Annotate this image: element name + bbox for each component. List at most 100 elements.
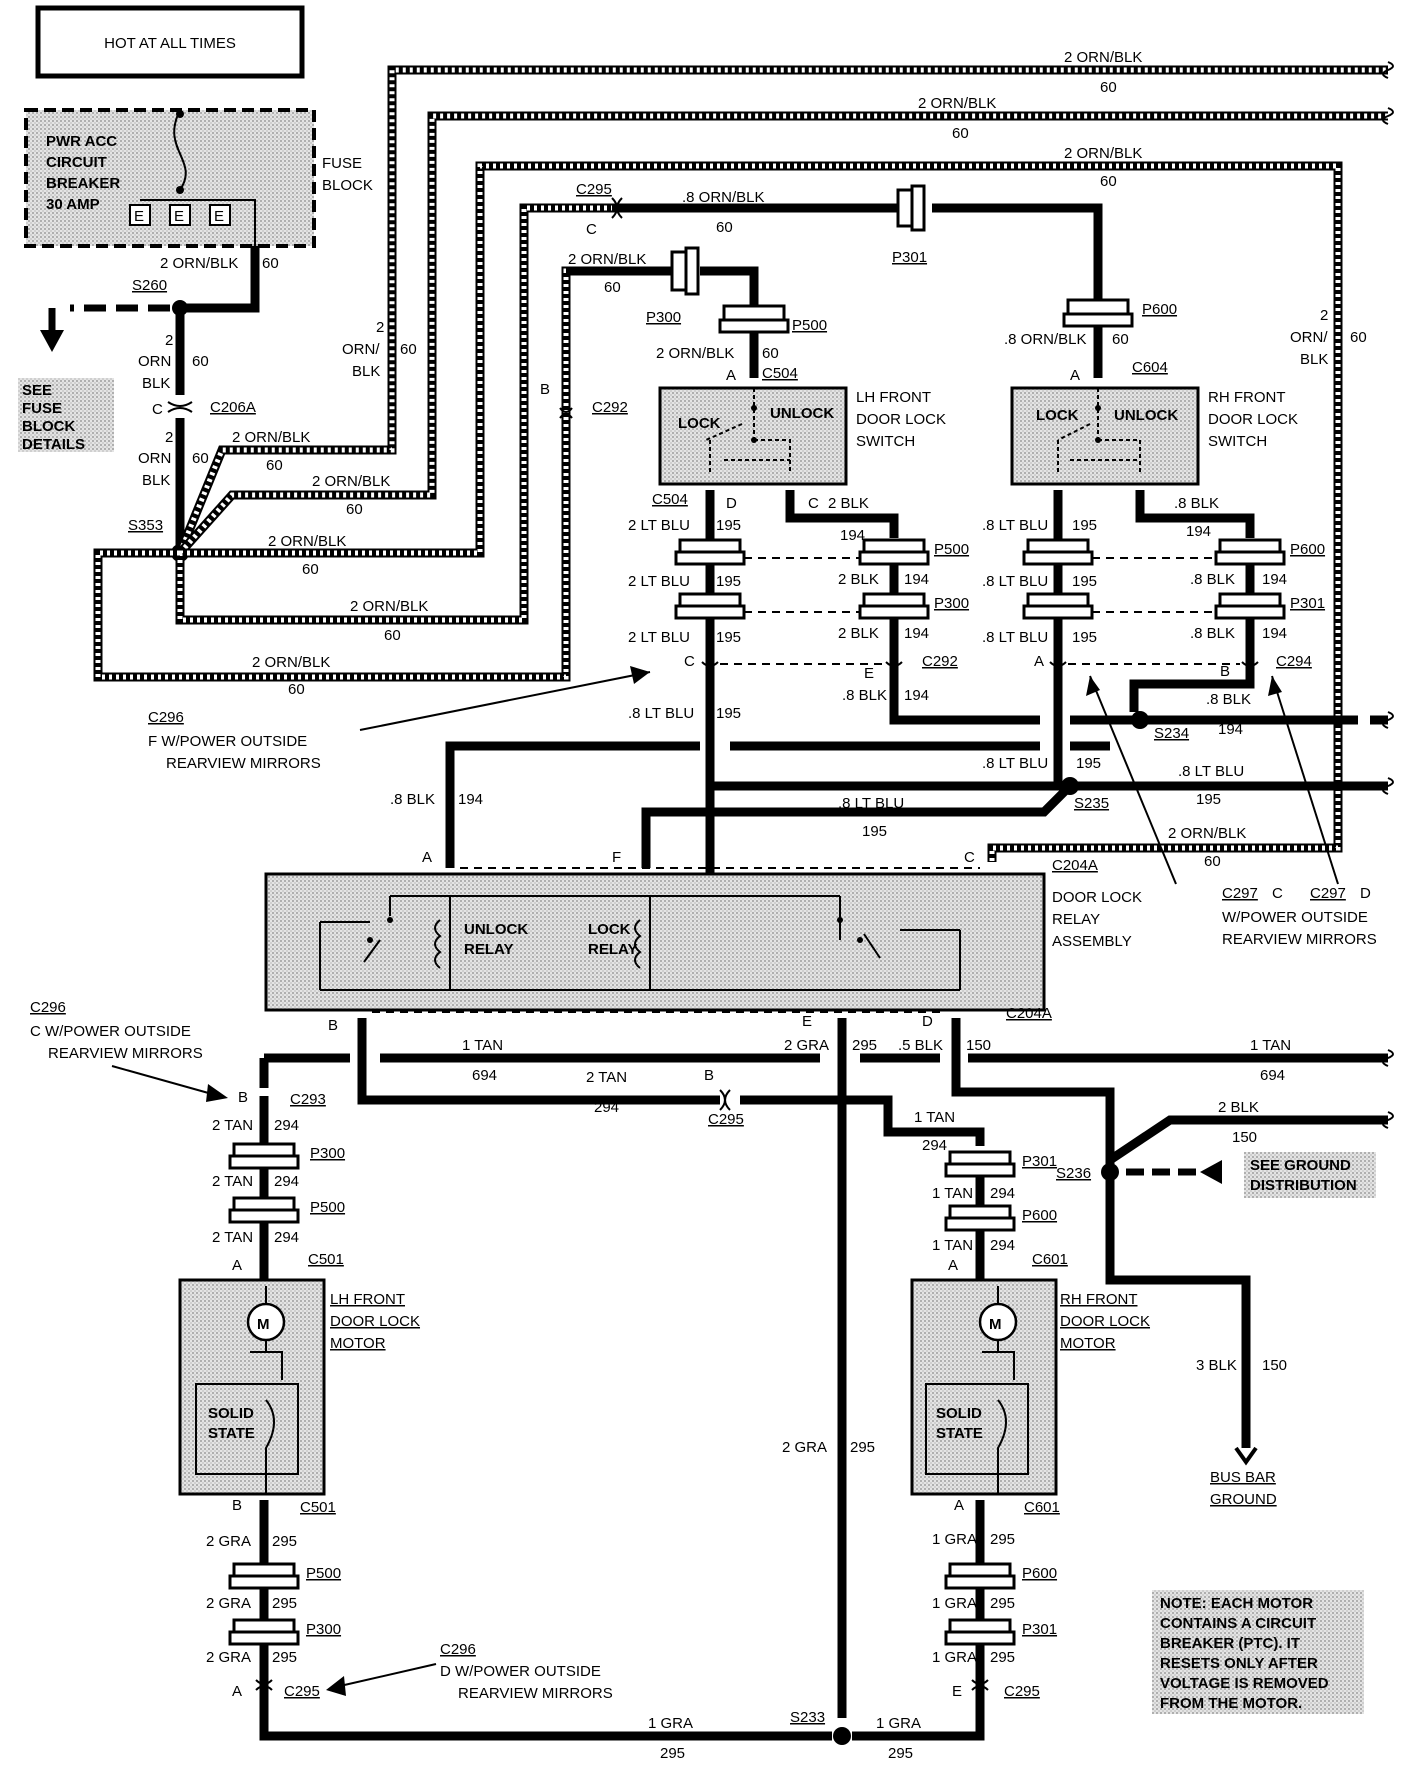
splice-s233	[833, 1727, 851, 1745]
p600-rh-motor-icon	[948, 1204, 1012, 1220]
label-c295-rh: C295	[1004, 1683, 1040, 1700]
p500-top-icon	[722, 304, 786, 322]
wire-label-rh-195-1: 195	[1072, 517, 1097, 534]
note-line-6: FROM THE MOTOR.	[1160, 1695, 1302, 1712]
note-line-5: VOLTAGE IS REMOVED	[1160, 1675, 1329, 1692]
lh-front-door-lock-motor: M SOLID STATE	[178, 1278, 326, 1496]
wire-label-05blk: .5 BLK	[898, 1037, 943, 1054]
p301-rh-gra-icon	[948, 1618, 1012, 1634]
wire-label-fuse-60: 60	[262, 255, 279, 272]
breaker-label-1: PWR ACC	[46, 133, 117, 150]
wire-label-gra-top: 2 GRA	[784, 1037, 829, 1054]
door-lock-relay-assembly: UNLOCK RELAY LOCK RELAY	[264, 872, 1046, 1012]
note-c296-d-2: REARVIEW MIRRORS	[458, 1685, 613, 1702]
wire-label-rh-tan-2: 1 TAN	[932, 1237, 973, 1254]
wire-label-blk-p500: 2 BLK	[838, 571, 879, 588]
wire-label-lh-gra-2: 2 GRA	[206, 1595, 251, 1612]
arrow-c297-d-icon	[1268, 676, 1282, 696]
wire-label-top3: 2 ORN/BLK	[1064, 145, 1142, 162]
rh-motor-name-2: DOOR LOCK	[1060, 1313, 1150, 1330]
breaker-label-4: 30 AMP	[46, 196, 100, 213]
wire-label-rh-194-p301: 194	[1262, 625, 1287, 642]
wire-label-lh-tan-3: 2 TAN	[212, 1229, 253, 1246]
lh-front-door-lock-switch: LOCK UNLOCK	[658, 386, 848, 486]
rh-motor-name-3: MOTOR	[1060, 1335, 1116, 1352]
wire-label-60-b: 60	[192, 450, 209, 467]
wire-label-v3-orn: ORN/	[1290, 329, 1328, 346]
label-s236: S236	[1056, 1165, 1091, 1182]
label-c292-mid: C292	[922, 653, 958, 670]
label-c604: C604	[1132, 359, 1168, 376]
label-c294: C294	[1276, 653, 1312, 670]
note-line-2: CONTAINS A CIRCUIT	[1160, 1615, 1316, 1632]
pin-relay-b: B	[328, 1017, 338, 1034]
wire-fuse-out	[180, 246, 260, 313]
pin-c601-a: A	[948, 1257, 958, 1274]
pin-c297-d: D	[1360, 885, 1371, 902]
continue-icon-1	[1382, 61, 1394, 79]
wire-label-gra-mid-295: 295	[850, 1439, 875, 1456]
wire-label-h5: 2 ORN/BLK	[252, 654, 330, 671]
rh-switch-name-2: DOOR LOCK	[1208, 411, 1298, 428]
wire-label-h3-60: 60	[302, 561, 319, 578]
label-s233: S233	[790, 1709, 825, 1726]
pin-lh-c: C	[808, 495, 819, 512]
lh-motor-name-3: MOTOR	[330, 1335, 386, 1352]
wire-label-h4: 2 ORN/BLK	[350, 598, 428, 615]
pin-c294-a: A	[1034, 653, 1044, 670]
p500-lh-icon	[678, 538, 742, 554]
p500-lh-gra-icon	[232, 1562, 296, 1578]
wire-label-rh-195-2: 195	[1072, 573, 1097, 590]
wire-label-h2-60: 60	[346, 501, 363, 518]
see-label-2: FUSE	[22, 400, 62, 417]
wire-label-lh-294-3: 294	[274, 1229, 299, 1246]
lh-switch-name-2: DOOR LOCK	[856, 411, 946, 428]
wire-label-2b: 2	[165, 429, 173, 446]
continue-icon-6	[1382, 1111, 1394, 1129]
wire-label-orn-b: ORN	[138, 450, 171, 467]
wire-label-194-p300: 194	[904, 625, 929, 642]
wire-label-lh-194: 194	[840, 527, 865, 544]
label-p300-top: P300	[646, 309, 681, 326]
wire-label-1tan-rh: 1 TAN	[914, 1109, 955, 1126]
see-ground-arrow-icon	[1200, 1160, 1222, 1184]
pin-relay-f: F	[612, 849, 621, 866]
wire-label-relay-a-194: 194	[458, 791, 483, 808]
p500-lh-motor-icon	[232, 1196, 296, 1212]
pin-c206a: C	[152, 401, 163, 418]
label-p300-mid: P300	[934, 595, 969, 612]
pin-c293-b: B	[238, 1089, 248, 1106]
label-p500-lh-gra: P500	[306, 1565, 341, 1582]
label-p500-lh-motor: P500	[310, 1199, 345, 1216]
hot-label: HOT AT ALL TIMES	[104, 35, 236, 52]
wire-label-h5-60: 60	[288, 681, 305, 698]
relay-name-2: RELAY	[1052, 911, 1100, 928]
wire-label-rh-295-2: 295	[990, 1595, 1015, 1612]
bus-bar-1: BUS BAR	[1210, 1469, 1276, 1486]
note-line-3: BREAKER (PTC). IT	[1160, 1635, 1300, 1652]
wire-label-relay-f-195: 195	[862, 823, 887, 840]
rh-switch-name-3: SWITCH	[1208, 433, 1267, 450]
wire-label-h1-60: 60	[266, 457, 283, 474]
pin-c295-mid: B	[704, 1067, 714, 1084]
pin-c501-a: A	[232, 1257, 242, 1274]
label-c292-top: C292	[592, 399, 628, 416]
wire-label-s235-out-195: 195	[1196, 791, 1221, 808]
lh-motor-name-1: LH FRONT	[330, 1291, 405, 1308]
arrow-c296-c-icon	[206, 1084, 228, 1102]
arrow-c296-d-icon	[326, 1676, 346, 1696]
label-p301-top: P301	[892, 249, 927, 266]
wire-label-2tan: 2 TAN	[586, 1069, 627, 1086]
wire-label-rh-gra-2: 1 GRA	[932, 1595, 977, 1612]
lh-motor-m: M	[257, 1316, 270, 1333]
wire-label-c204a: 2 ORN/BLK	[1168, 825, 1246, 842]
see-ground-1: SEE GROUND	[1250, 1157, 1351, 1174]
wire-label-694-left: 1 TAN	[462, 1037, 503, 1054]
continue-icon-3	[1382, 711, 1394, 729]
wire-label-s234-blk: .8 BLK	[1206, 691, 1251, 708]
wire-label-blk-b: BLK	[142, 472, 170, 489]
wire-label-2a: 2	[165, 332, 173, 349]
pin-c601-a-bottom: A	[954, 1497, 964, 1514]
wire-label-lh-feed: 2 ORN/BLK	[568, 251, 646, 268]
